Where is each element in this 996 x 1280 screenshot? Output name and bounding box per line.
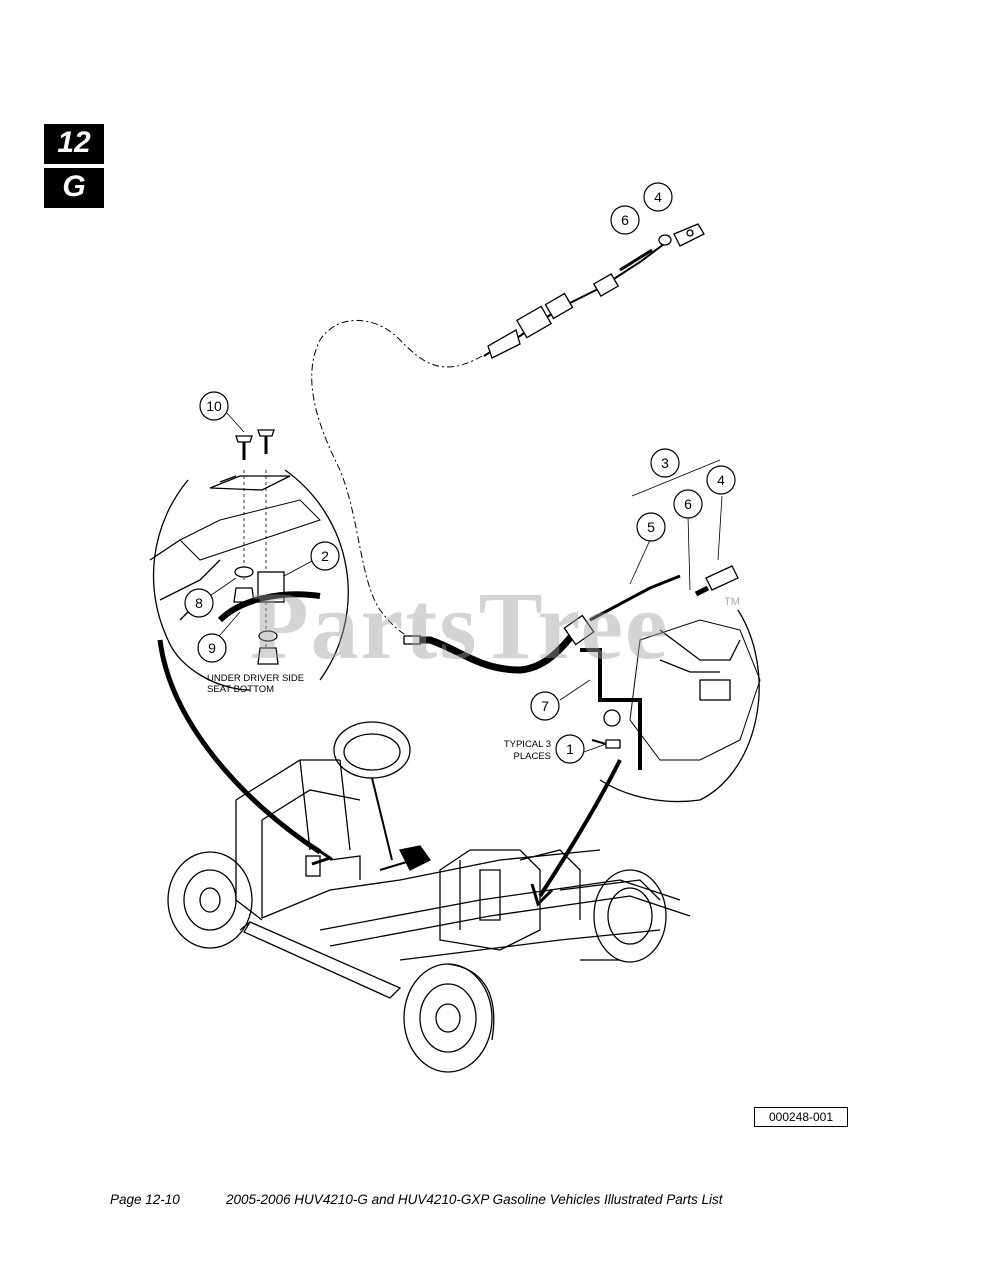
callout-2: 2 (310, 541, 340, 571)
callout-1-label: 1 (566, 741, 574, 757)
callout-9: 9 (197, 633, 227, 663)
callout-8: 8 (184, 588, 214, 618)
callout-3-label: 3 (661, 455, 669, 471)
seat-detail-circle (149, 411, 349, 691)
note-typical-line2: PLACES (514, 751, 552, 762)
footer-page-number: Page 12-10 (110, 1192, 180, 1207)
callout-4-upper-label: 4 (654, 189, 662, 205)
callout-6-upper-label: 6 (621, 212, 629, 228)
note-under-seat-line1: UNDER DRIVER SIDE (207, 673, 304, 684)
callout-5: 5 (636, 512, 666, 542)
watermark: PartsTree (250, 572, 670, 679)
callout-1: 1 (555, 734, 585, 764)
callout-9-label: 9 (208, 640, 216, 656)
callout-2-label: 2 (321, 548, 329, 564)
footer-document-title: 2005-2006 HUV4210-G and HUV4210-GXP Gaso… (226, 1192, 723, 1207)
note-under-seat-line2: SEAT BOTTOM (207, 684, 274, 695)
callout-6-upper: 6 (610, 205, 640, 235)
transmission-detail-circle (580, 609, 761, 803)
callout-8-label: 8 (195, 595, 203, 611)
callout-6-lower-label: 6 (684, 496, 692, 512)
callout-6-lower: 6 (673, 489, 703, 519)
callout-3: 3 (650, 448, 680, 478)
callout-4-lower-label: 4 (717, 472, 725, 488)
callout-10-label: 10 (206, 398, 222, 414)
callout-7: 7 (530, 691, 560, 721)
callout-10: 10 (199, 391, 229, 421)
figure-id: 000248-001 (754, 1107, 848, 1127)
callout-4-upper: 4 (643, 182, 673, 212)
note-typical-line1: TYPICAL 3 (504, 739, 551, 750)
section-number-tab: 12 (44, 124, 104, 164)
section-letter-tab: G (44, 168, 104, 208)
trademark-mark: TM (724, 596, 740, 608)
callout-4-lower: 4 (706, 465, 736, 495)
upper-cable-end (483, 223, 705, 359)
callout-7-label: 7 (541, 698, 549, 714)
vehicle-chassis (167, 721, 691, 1073)
callout-5-label: 5 (647, 519, 655, 535)
